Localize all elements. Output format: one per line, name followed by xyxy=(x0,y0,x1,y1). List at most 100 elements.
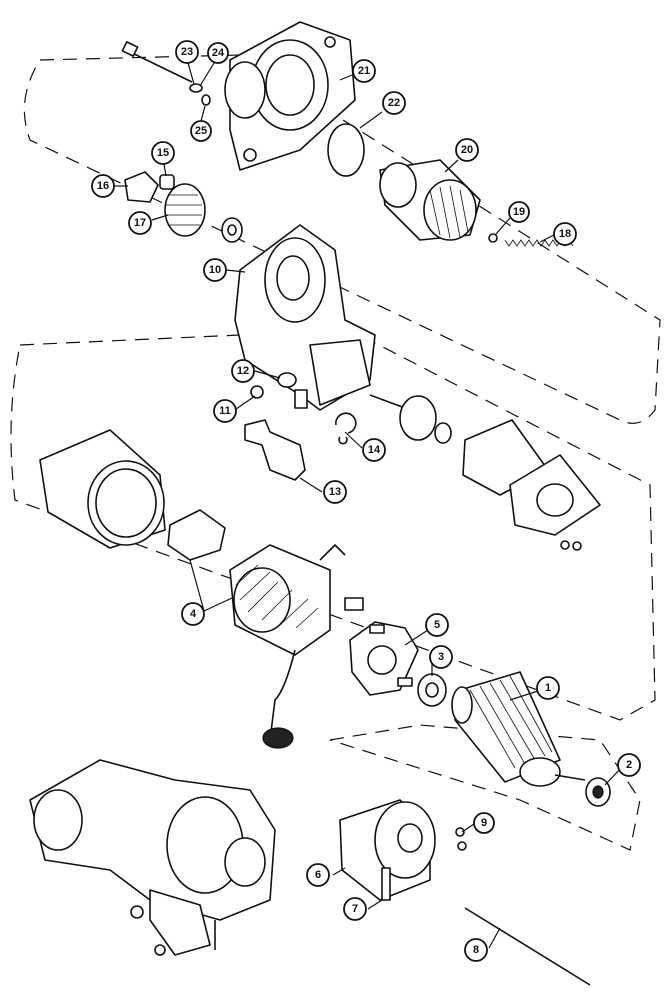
callout-1: 1 xyxy=(536,676,560,700)
brush-holder xyxy=(349,621,419,696)
leader-21 xyxy=(339,74,353,81)
idler-gear xyxy=(164,183,243,243)
terminal-12 xyxy=(277,372,297,388)
washer-24 xyxy=(189,83,203,93)
svg-text:17: 17 xyxy=(134,217,146,229)
callout-24: 24 xyxy=(207,42,229,64)
svg-text:10: 10 xyxy=(209,264,221,276)
svg-text:4: 4 xyxy=(190,608,197,620)
solenoid-plunger xyxy=(369,394,452,444)
field-coil-assembly xyxy=(229,544,364,749)
callout-9: 9 xyxy=(473,812,495,834)
insulator-plate xyxy=(244,419,306,481)
callout-10: 10 xyxy=(203,258,227,282)
middle-group-outline xyxy=(10,329,656,721)
svg-text:22: 22 xyxy=(388,97,400,109)
leader-24 xyxy=(199,62,215,87)
callout-15: 15 xyxy=(151,141,175,165)
leader-1 xyxy=(509,690,539,701)
svg-text:12: 12 xyxy=(237,365,249,377)
gear-housing xyxy=(234,224,376,411)
leader-18 xyxy=(539,234,555,243)
o-ring-25 xyxy=(201,94,211,106)
leader-2 xyxy=(604,767,622,786)
callout-5: 5 xyxy=(425,613,449,637)
callout-6: 6 xyxy=(306,863,330,887)
solenoid-cover xyxy=(509,454,601,536)
callout-3: 3 xyxy=(429,645,453,669)
leader-5 xyxy=(404,629,429,646)
long-bolt xyxy=(121,41,193,83)
through-bolt xyxy=(464,907,591,986)
pin-7 xyxy=(381,867,391,901)
lower-group-outline xyxy=(329,724,641,851)
seal-ring-22 xyxy=(327,123,365,177)
callout-13: 13 xyxy=(323,480,347,504)
svg-text:6: 6 xyxy=(315,869,321,881)
nut-11 xyxy=(250,385,264,399)
svg-text:21: 21 xyxy=(358,65,370,77)
leader-14 xyxy=(344,431,363,449)
callout-2: 2 xyxy=(617,753,641,777)
svg-text:8: 8 xyxy=(473,944,479,956)
leader-13 xyxy=(299,477,323,493)
leader-12 xyxy=(254,370,281,379)
bearing-2 xyxy=(585,777,611,807)
callout-4: 4 xyxy=(181,602,205,626)
cover-screws xyxy=(560,540,582,551)
callout-25: 25 xyxy=(190,120,212,142)
leader-23 xyxy=(187,62,195,85)
svg-text:24: 24 xyxy=(212,47,225,59)
svg-text:25: 25 xyxy=(195,125,207,137)
callout-17: 17 xyxy=(128,211,152,235)
callout-18: 18 xyxy=(553,222,577,246)
leader-19 xyxy=(495,217,511,235)
callout-22: 22 xyxy=(382,91,406,115)
leader-17 xyxy=(151,214,169,221)
leader-10 xyxy=(225,269,246,273)
svg-text:19: 19 xyxy=(513,206,525,218)
svg-text:23: 23 xyxy=(181,46,193,58)
bearing-3 xyxy=(417,673,447,707)
pole-shoe xyxy=(167,509,226,561)
svg-text:15: 15 xyxy=(157,147,169,159)
commutator-end-cover xyxy=(339,799,436,901)
assembled-starter-view xyxy=(29,759,276,956)
svg-text:16: 16 xyxy=(97,180,109,192)
upper-group-outline xyxy=(23,54,661,424)
leader-4a xyxy=(189,559,205,612)
svg-text:14: 14 xyxy=(368,444,381,456)
svg-text:2: 2 xyxy=(626,759,632,771)
svg-text:7: 7 xyxy=(352,903,358,915)
leader-20 xyxy=(444,159,459,173)
svg-text:18: 18 xyxy=(559,228,571,240)
callout-20: 20 xyxy=(455,138,479,162)
leader-25 xyxy=(200,105,206,122)
svg-text:13: 13 xyxy=(329,486,341,498)
svg-text:20: 20 xyxy=(461,144,473,156)
callout-23: 23 xyxy=(175,40,199,64)
callout-12: 12 xyxy=(231,359,255,383)
leader-6 xyxy=(332,867,346,876)
callout-7: 7 xyxy=(343,897,367,921)
leader-22 xyxy=(359,111,383,129)
callout-14: 14 xyxy=(362,438,386,462)
leader-8 xyxy=(488,927,501,949)
leader-4b xyxy=(203,597,233,612)
screws-9 xyxy=(455,827,467,851)
yoke-frame xyxy=(39,429,166,549)
svg-text:11: 11 xyxy=(219,405,231,417)
overrunning-clutch xyxy=(379,159,481,241)
ball-19 xyxy=(488,233,498,243)
svg-text:5: 5 xyxy=(434,619,440,631)
leader-7 xyxy=(367,899,383,910)
armature xyxy=(451,671,586,787)
leader-11 xyxy=(235,395,256,410)
callout-16: 16 xyxy=(91,174,115,198)
callout-21: 21 xyxy=(352,59,376,83)
callout-19: 19 xyxy=(508,201,530,223)
retainer-16 xyxy=(124,171,159,203)
pin-15 xyxy=(159,174,175,190)
drive-end-housing xyxy=(224,21,356,171)
